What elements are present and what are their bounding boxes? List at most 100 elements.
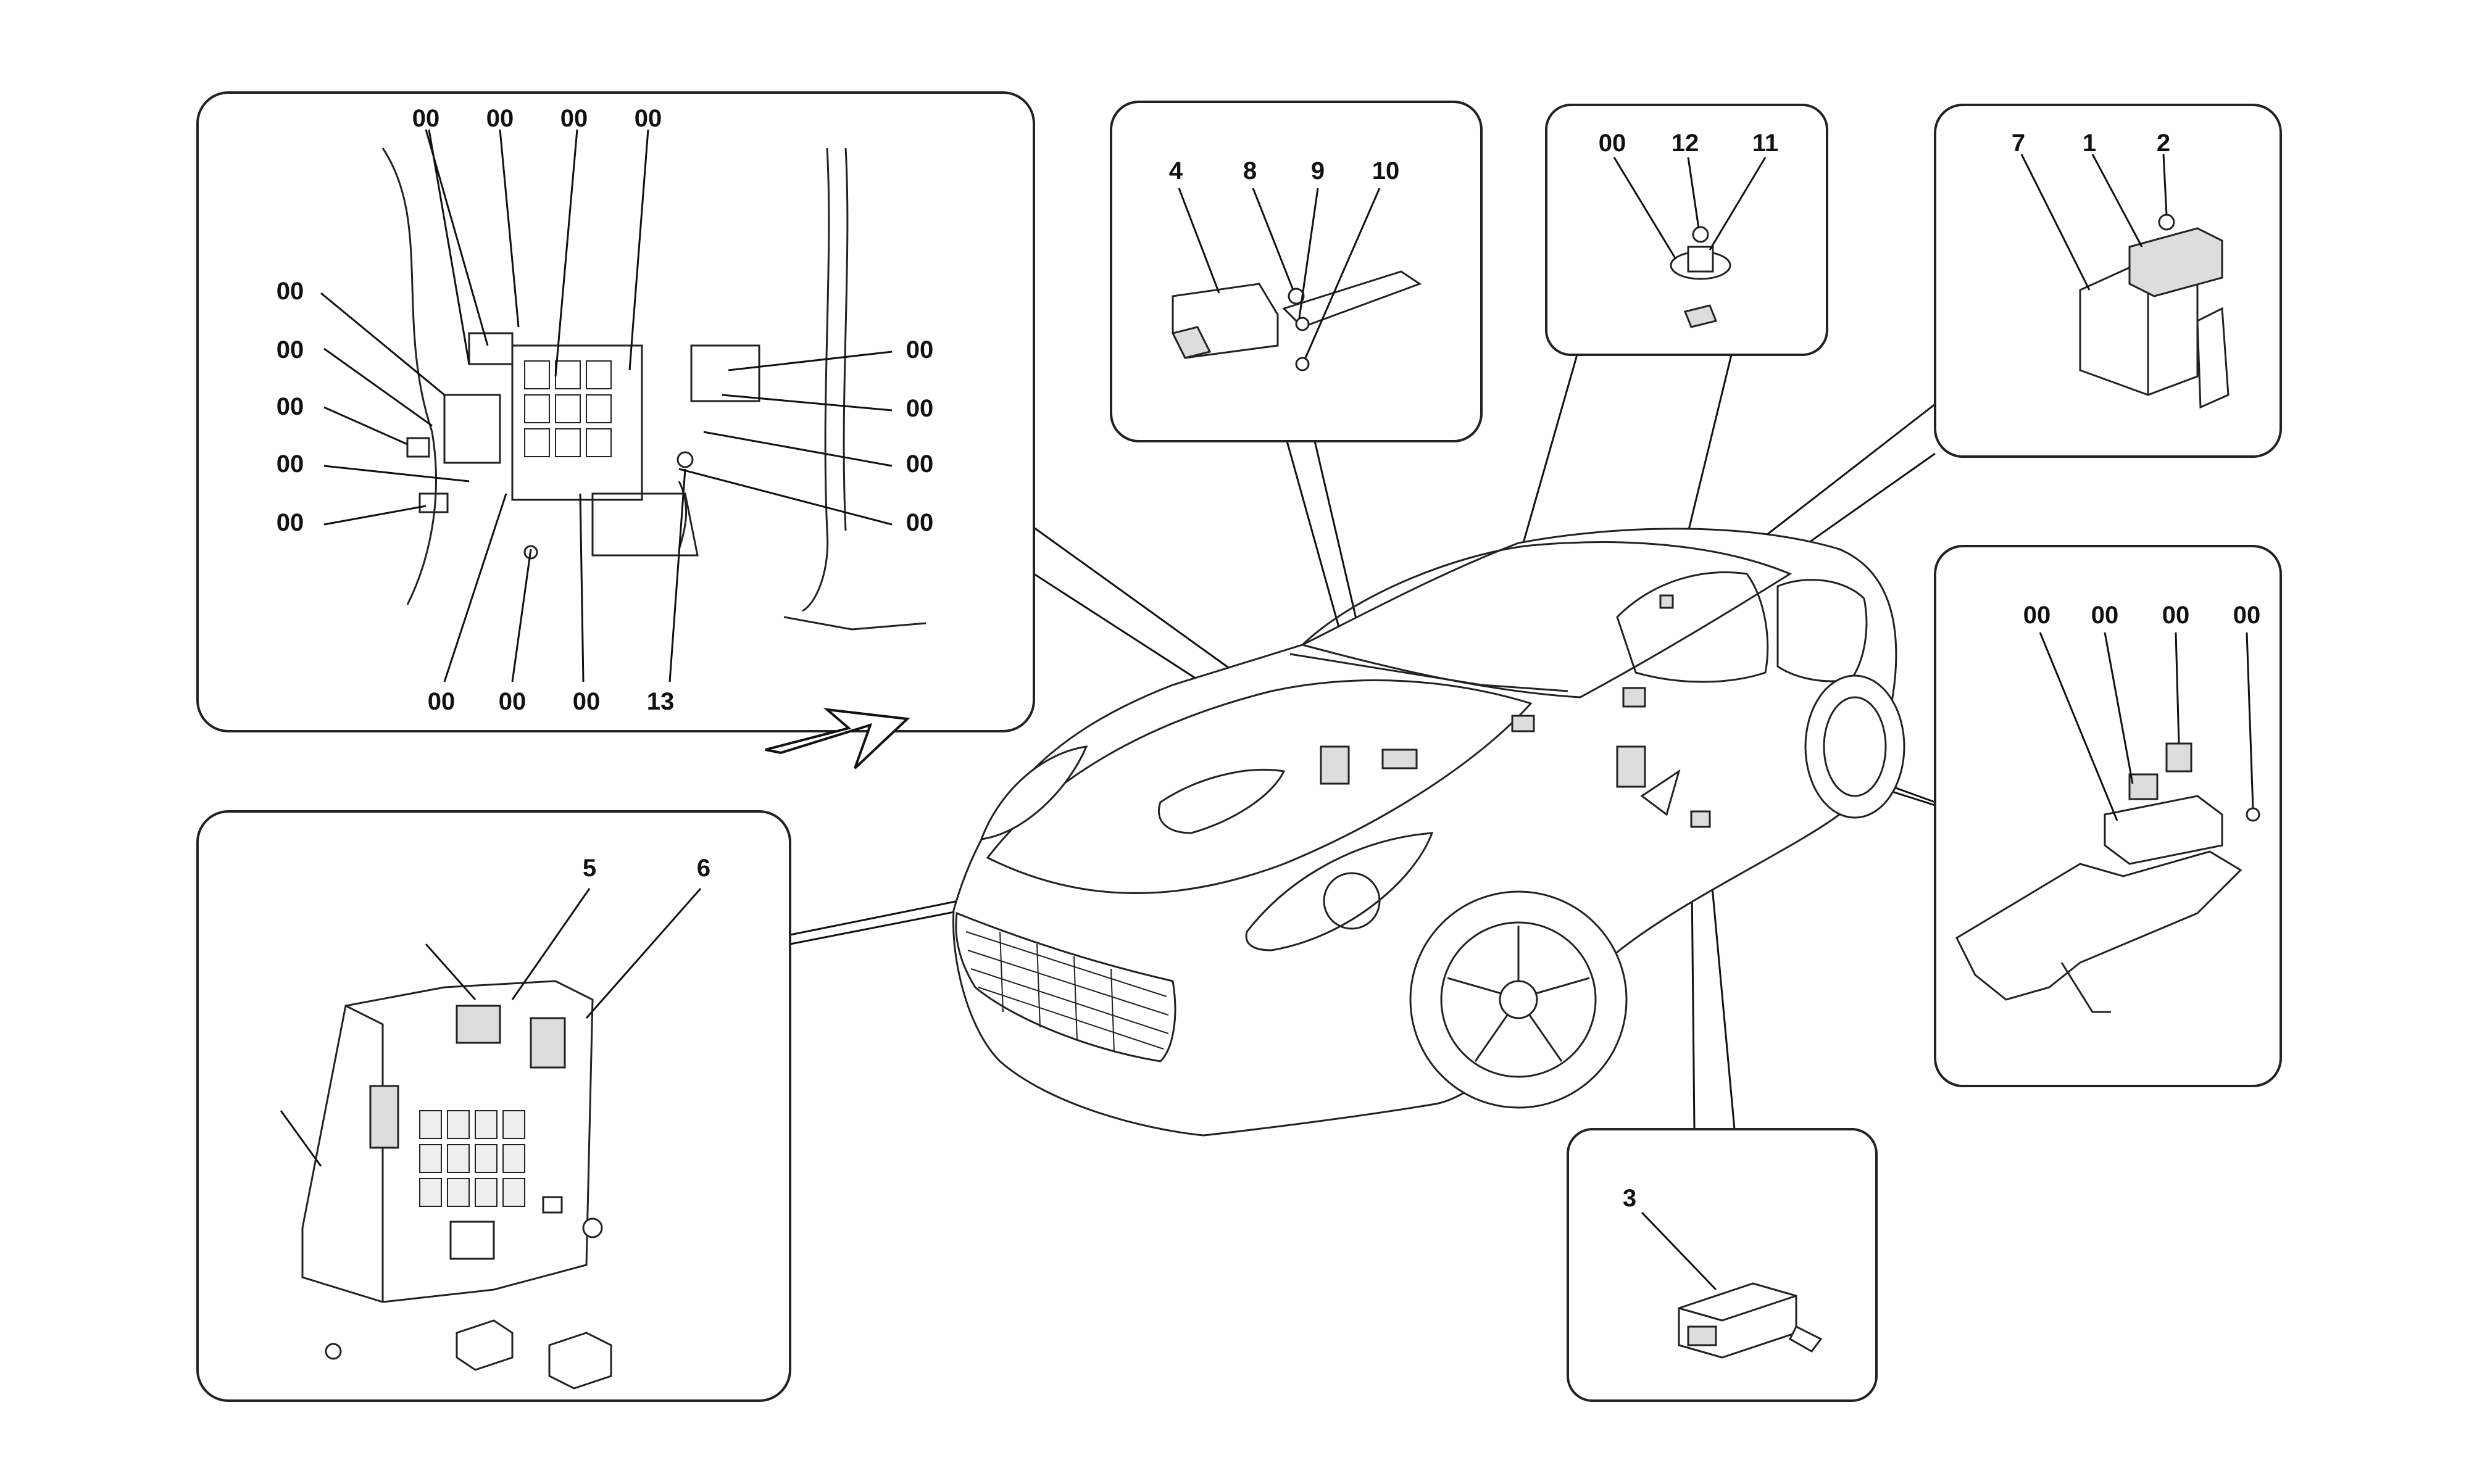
side-vent [1640,769,1681,816]
callout-label: 00 [560,105,588,132]
callout-label: 00 [277,278,304,305]
bracket-panel-labels: 7 1 2 [2012,130,2170,157]
bolt-2 [523,545,538,560]
fuse-grid [524,360,612,457]
callout-label: 00 [906,336,934,363]
module-panel-art [1678,1282,1823,1359]
relay-bracket-foot [2060,962,2111,1013]
relay-panel-leaders [2039,632,2254,821]
module-panel-leaders [1641,1211,1717,1291]
antenna-body [1687,246,1714,273]
bracket-panel-leaders [2020,154,2168,291]
car-hood [986,679,1533,894]
fusebox-relay [456,1005,501,1044]
headlight-left [980,745,1088,840]
antenna-panel-art [1670,226,1731,328]
callout-label: 2 [2157,130,2170,157]
callout-label: 00 [1599,130,1626,157]
antenna-panel-labels: 00 12 11 [1599,130,1778,157]
fusebox-detail-leaders [320,129,893,682]
antenna-panel-leaders [1613,157,1767,260]
fusebox-screw [325,1343,342,1360]
callout-label: 3 [1623,1185,1636,1212]
callout-label: 00 [635,105,662,132]
bracket-arm [678,481,687,550]
callout-label: 00 [2162,602,2190,629]
callout-label: 00 [499,688,527,715]
callout-label: 00 [2023,602,2051,629]
sensor-screw [1288,288,1305,305]
body-panel-edge [381,147,437,605]
callout-label: 13 [647,688,675,715]
antenna-screw [1692,226,1709,243]
sensor-panel-leaders [1178,188,1381,359]
sensor-washer [1295,357,1310,371]
headlight-right [1245,832,1434,951]
callout-label: 10 [1372,157,1400,184]
car-seat-2 [1776,579,1868,682]
sensor-panel-art [1171,270,1422,371]
fusebox-connector [530,1017,566,1069]
antenna-panel [1545,104,1828,356]
bolt [677,451,694,468]
antenna-clip [1683,304,1718,328]
callout-label: 00 [2091,602,2119,629]
front-spokes [1447,926,1590,1062]
car-seat [1616,571,1769,683]
callout-label: 12 [1672,130,1699,157]
relay-cluster [443,394,501,464]
relay-cube [2165,742,2192,773]
car-illustration [952,528,1905,1137]
bracket-sensor [2128,227,2223,297]
callout-label: 00 [906,395,934,422]
sensor-nut [1295,317,1310,331]
callout-label: 00 [412,105,440,132]
callout-label: 00 [277,393,304,420]
door-pillar-2 [843,147,849,531]
callout-label: 11 [1752,130,1778,157]
module-edge [1678,1295,1797,1322]
car-component-antenna [1659,594,1674,609]
relay-small-2 [418,492,449,513]
module-panel [1567,1128,1878,1402]
callout-label: 6 [697,855,710,882]
sensor-panel-labels: 4 8 9 10 [1169,157,1399,184]
fusebox-panel-leaders [280,888,702,1167]
sensor-connector [1171,326,1212,359]
grille-slats [965,931,1169,1053]
fusebox-panel-labels: 5 6 [583,855,710,882]
loose-relay-2 [456,1319,514,1371]
relay-top [468,332,514,365]
fusebox-detail-art [381,147,926,631]
sensor-panel [1110,101,1483,442]
callout-label: 00 [277,450,304,478]
relay-bracket [1955,850,2242,1001]
rear-wheel [1804,674,1905,819]
callout-label: 9 [1311,157,1325,184]
car-component-relay [1622,687,1646,708]
car-component-unit [1381,748,1418,769]
bracket-connector [690,344,760,402]
fusebox-body [301,980,594,1303]
fusebox-detail-labels: 00 00 00 00 00 00 00 00 00 00 00 00 00 0… [277,105,934,715]
fusebox-side-connector [369,1085,399,1149]
direction-arrow-icon [765,708,910,769]
callout-label: 1 [2083,130,2096,157]
rear-rim [1823,696,1887,797]
module-tab [1789,1325,1823,1353]
callout-label: 5 [583,855,596,882]
fusebox-bolt [582,1217,603,1238]
callout-label: 00 [277,336,304,363]
fusebox-clip [542,1196,563,1214]
callout-label: 00 [906,509,934,536]
floor-line [783,616,926,631]
door-pillar [802,147,830,612]
callout-label: 8 [1243,157,1257,184]
wiper [1289,653,1568,692]
car-hood-vent [1158,769,1286,834]
relay-block [2128,773,2159,800]
car-component-module [1690,810,1711,828]
bracket-flange [2196,307,2230,409]
